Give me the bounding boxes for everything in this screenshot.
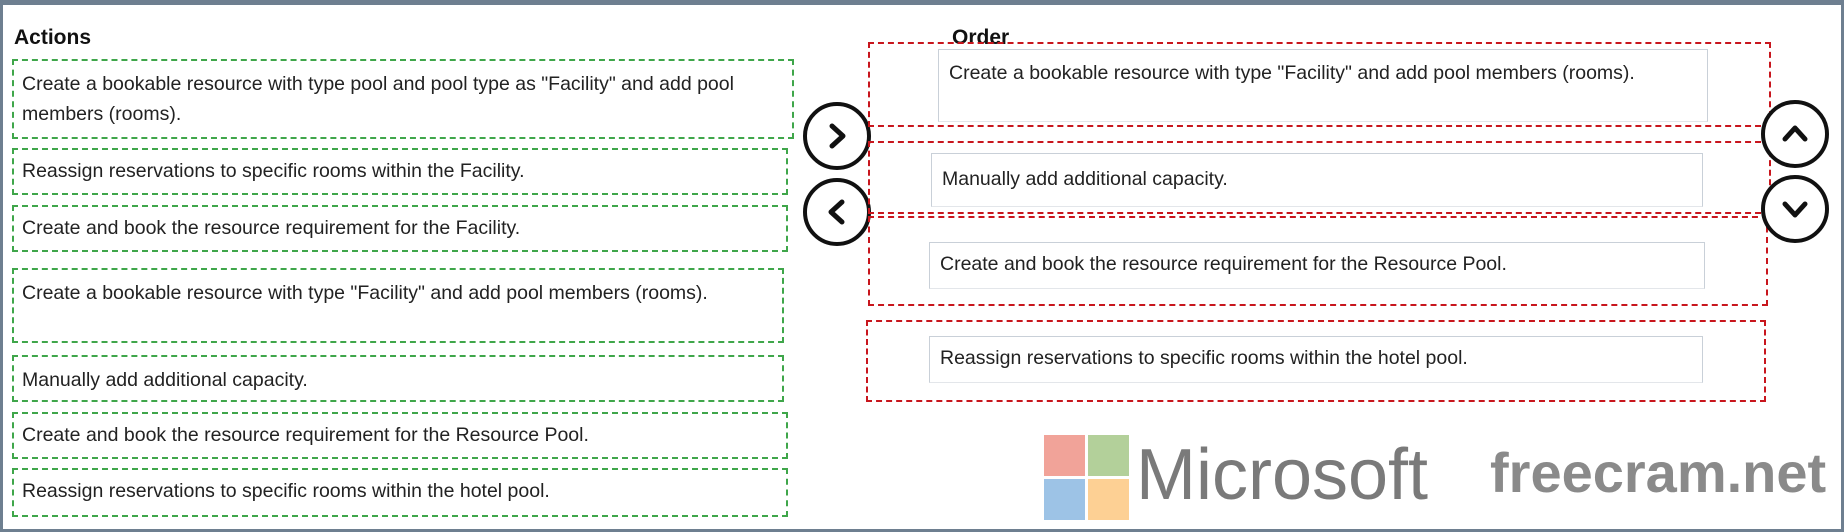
- logo-text: Microsoft: [1136, 435, 1429, 515]
- chevron-down-icon: [1782, 201, 1808, 218]
- order-item[interactable]: Reassign reservations to specific rooms …: [929, 336, 1703, 383]
- logo-square-red: [1044, 435, 1085, 476]
- chevron-up-icon: [1782, 125, 1808, 142]
- logo-square-blue: [1044, 479, 1085, 520]
- action-item[interactable]: Reassign reservations to specific rooms …: [12, 148, 788, 195]
- action-item[interactable]: Create a bookable resource with type "Fa…: [12, 268, 784, 343]
- action-item[interactable]: Create and book the resource requirement…: [12, 205, 788, 252]
- action-item[interactable]: Create and book the resource requirement…: [12, 412, 788, 459]
- order-item[interactable]: Create and book the resource requirement…: [929, 242, 1705, 289]
- order-slot-2: [868, 141, 1771, 214]
- order-item[interactable]: Manually add additional capacity.: [931, 153, 1703, 207]
- action-item[interactable]: Reassign reservations to specific rooms …: [12, 468, 788, 517]
- chevron-right-icon: [829, 123, 846, 149]
- move-up-button[interactable]: [1761, 100, 1829, 168]
- order-item[interactable]: Create a bookable resource with type "Fa…: [938, 49, 1708, 122]
- move-down-button[interactable]: [1761, 175, 1829, 243]
- logo-square-yellow: [1088, 479, 1129, 520]
- chevron-left-icon: [828, 199, 845, 225]
- action-item[interactable]: Create a bookable resource with type poo…: [12, 59, 794, 139]
- move-left-button[interactable]: [803, 178, 871, 246]
- action-item[interactable]: Manually add additional capacity.: [12, 355, 784, 402]
- order-slot-1: [868, 42, 1771, 127]
- order-slot-3: [868, 216, 1768, 306]
- order-slot-4: [866, 320, 1766, 402]
- actions-title: Actions: [14, 26, 92, 49]
- move-right-button[interactable]: [803, 102, 871, 170]
- logo-square-green: [1088, 435, 1129, 476]
